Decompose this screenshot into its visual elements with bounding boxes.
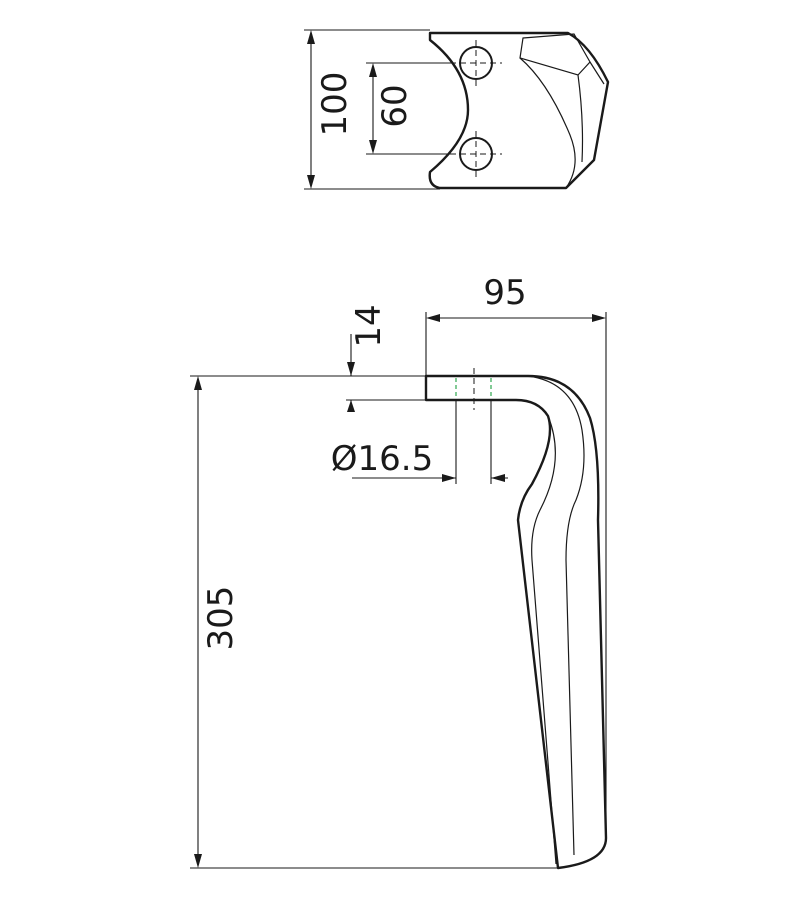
dimension-305: 305: [190, 375, 558, 869]
top-view-outline: [428, 31, 610, 190]
top-view-blade-inner: [577, 74, 584, 163]
dimension-hole-diameter-label: Ø16.5: [331, 439, 433, 479]
dimension-100: 100: [304, 29, 440, 190]
dimension-95-label: 95: [483, 273, 526, 313]
dimension-14: 14: [346, 304, 426, 412]
top-view: 100 60: [304, 29, 610, 190]
dimension-14-label: 14: [349, 304, 389, 347]
dimension-hole-diameter: Ø16.5: [331, 400, 508, 484]
side-view-inner-edge-2: [531, 415, 557, 865]
side-view-outline: [424, 374, 608, 870]
top-view-blade-side: [589, 61, 605, 85]
dimension-100-label: 100: [315, 72, 355, 137]
top-view-bevel-facet: [519, 33, 591, 76]
top-view-blade-edge: [519, 57, 576, 189]
side-view-inner-edge: [527, 375, 585, 856]
dimension-305-label: 305: [201, 586, 241, 651]
dimension-60: 60: [366, 62, 452, 155]
dimension-95: 95: [425, 273, 607, 838]
side-view: 95 14 Ø16.5 305: [190, 273, 608, 870]
dimension-60-label: 60: [375, 84, 415, 127]
